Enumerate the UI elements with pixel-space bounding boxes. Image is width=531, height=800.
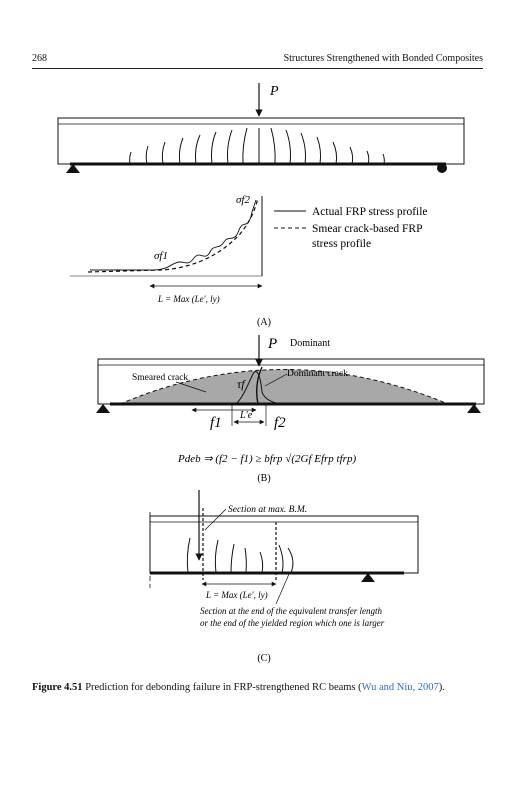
actual-stress-profile	[90, 199, 257, 271]
load-label-b: P	[267, 336, 277, 352]
dominant-note: Dominant	[290, 338, 330, 349]
panel-a-label: (A)	[257, 317, 271, 328]
caption-text: Prediction for debonding failure in FRP-…	[85, 682, 362, 693]
f1-label: f1	[210, 415, 222, 431]
beam	[57, 117, 465, 165]
tau-f: τf	[237, 377, 246, 391]
dominant-leader	[264, 373, 288, 387]
bond-stress-profile	[235, 370, 281, 405]
page-number: 268	[32, 53, 47, 64]
f2-label: f2	[274, 415, 286, 431]
debond-equation: Pdeb ⇒ (f2 − f1) ≥ bfrp √(2Gf Efrp tfrp)	[177, 453, 356, 465]
pin-support-b-right	[467, 404, 481, 413]
panel-b: P Dominant Smeared crack Dominant crack …	[96, 335, 485, 484]
legend-actual: Actual FRP stress profile	[312, 206, 428, 218]
section-max-bm-label: Section at max. B.M.	[228, 505, 307, 515]
figure-caption: Figure 4.51 Prediction for debonding fai…	[32, 680, 483, 695]
sigma-lower: σf1	[154, 250, 168, 262]
caption-end: ).	[438, 682, 445, 693]
panel-c-label: (C)	[257, 653, 270, 664]
section-leader	[204, 508, 227, 531]
smeared-crack-label: Smeared crack	[132, 373, 188, 383]
panel-a: P	[57, 83, 465, 328]
smeared-crack-zone	[119, 369, 449, 405]
smeared-leader	[175, 381, 207, 393]
dominant-crack-label: Dominant crack	[287, 369, 348, 379]
legend-smear-line2: stress profile	[312, 238, 371, 250]
load-label: P	[269, 84, 279, 99]
dominant-crack	[255, 366, 263, 405]
panel-b-label: (B)	[257, 473, 270, 484]
smeared-stress-profile	[87, 197, 259, 273]
pin-support-b	[96, 404, 110, 413]
le-label: L'e	[239, 410, 253, 421]
pin-support-c	[361, 573, 375, 582]
flexural-cracks	[129, 127, 385, 165]
cracks-c	[186, 537, 294, 574]
pin-support	[66, 164, 80, 173]
roller-support	[437, 163, 447, 173]
caption-citation[interactable]: Wu and Niu, 2007	[361, 682, 439, 693]
dimension-a: L = Max (Le', ly)	[157, 294, 220, 304]
header-rule	[32, 68, 483, 69]
legend-smear-line1: Smear crack-based FRP	[312, 223, 423, 235]
panel-c-note-line2: or the end of the yielded region which o…	[200, 618, 385, 628]
caption-figure-label: Figure 4.51	[32, 682, 83, 693]
running-title: Structures Strengthened with Bonded Comp…	[283, 53, 483, 64]
panel-c-note-line1: Section at the end of the equivalent tra…	[200, 606, 382, 616]
note-leader	[275, 573, 290, 605]
sigma-upper: σf2	[236, 194, 250, 206]
beam-c	[149, 515, 419, 574]
panel-c: Section at max. B.M. L = Max (Le', ly) S…	[149, 490, 419, 664]
dimension-c: L = Max (Le', ly)	[205, 590, 268, 600]
